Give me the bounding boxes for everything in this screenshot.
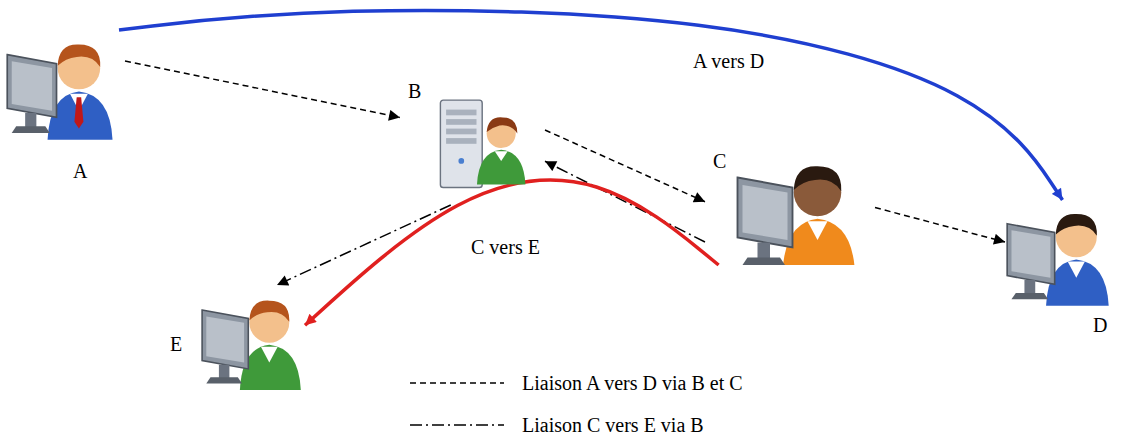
user-station: D [1005, 200, 1120, 340]
route-arrow [305, 180, 719, 325]
link-line [545, 130, 705, 202]
route-arrow [119, 10, 1063, 200]
node-letter: D [1093, 314, 1107, 336]
user-icon [738, 166, 856, 265]
legend-text: Liaison A vers D via B et C [522, 372, 743, 394]
legend-row: Liaison A vers D via B et C [408, 372, 743, 394]
edge-label: C vers E [468, 236, 543, 258]
legend-row: Liaison C vers E via B [408, 414, 704, 436]
user-station: A [5, 30, 125, 185]
user-icon [7, 45, 112, 140]
legend-sample [408, 415, 508, 435]
user-station: B [400, 80, 545, 205]
link-line [875, 208, 1005, 243]
user-station: E [165, 285, 305, 400]
user-station: C [705, 150, 875, 265]
legend-text: Liaison C vers E via B [522, 414, 704, 436]
user-icon [440, 100, 525, 187]
user-icon [202, 301, 301, 390]
user-icon [1007, 214, 1109, 306]
legend-sample [408, 373, 508, 393]
link-line [545, 161, 705, 242]
station-icon [400, 80, 545, 205]
link-line [125, 61, 400, 118]
edge-label: A vers D [690, 50, 767, 72]
node-letter: E [170, 333, 182, 355]
node-letter: A [73, 160, 87, 182]
station-icon [5, 30, 125, 185]
station-icon [165, 285, 305, 400]
node-letter: C [713, 150, 726, 172]
node-letter: B [408, 80, 421, 102]
station-icon [705, 150, 875, 265]
